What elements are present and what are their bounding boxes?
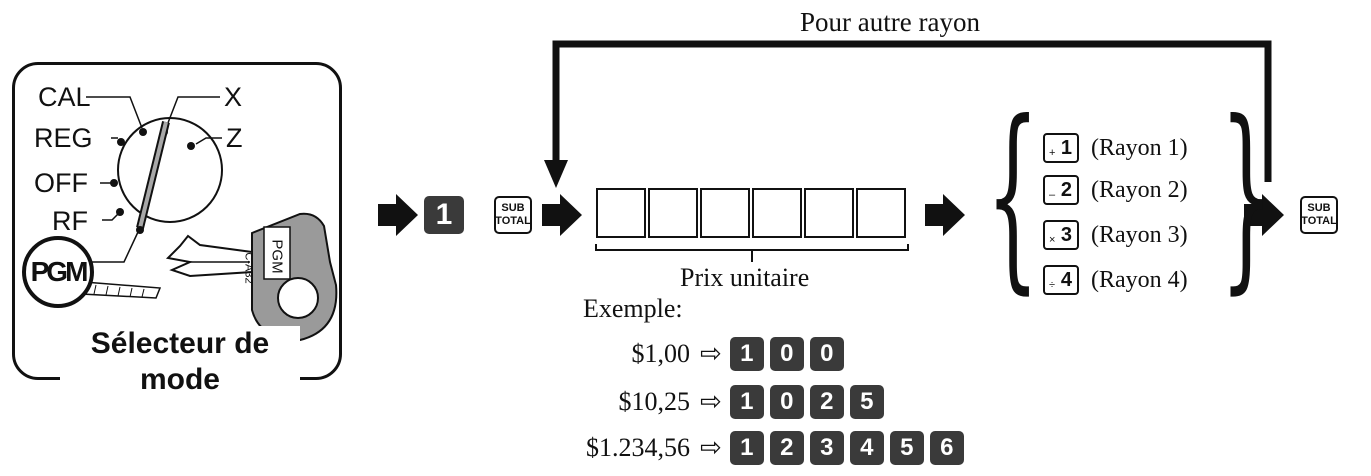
selector-caption: Sélecteur de mode — [60, 326, 300, 398]
example-key: 4 — [849, 431, 884, 465]
subtotal-key-line1: SUB — [1307, 202, 1331, 214]
example-price: $10,25 — [618, 387, 691, 416]
department-key-number: 3 — [1060, 224, 1072, 246]
department-label-3: (Rayon 3) — [1091, 222, 1188, 248]
department-key-3: × 3 — [1043, 220, 1079, 250]
mode-label-reg: REG — [34, 123, 93, 153]
example-row-1: $1,00 ⇨ 1 0 0 — [560, 336, 850, 372]
flow-arrows — [378, 194, 1284, 236]
subtotal-key-line2: TOTAL — [495, 215, 531, 227]
subtotal-key-line2: TOTAL — [1301, 215, 1337, 227]
digit-box — [804, 188, 854, 238]
mode-label-x: X — [224, 82, 243, 112]
example-key: 1 — [729, 337, 764, 371]
department-key-number: 2 — [1060, 179, 1072, 201]
flow-arrow-1 — [378, 194, 418, 236]
department-label-2: (Rayon 2) — [1091, 177, 1188, 203]
flow-arrow-3 — [925, 194, 965, 236]
key-code: C-A32 — [243, 252, 255, 284]
example-key: 6 — [929, 431, 964, 465]
example-title: Exemple: — [583, 294, 683, 323]
left-brace: { — [986, 79, 1040, 312]
department-key-symbol: + — [1049, 147, 1056, 159]
arrow-right-icon: ⇨ — [700, 339, 722, 369]
pgm-badge: PGM — [30, 256, 89, 287]
department-key-2: – 2 — [1043, 175, 1079, 205]
department-key-symbol: × — [1049, 234, 1056, 246]
example-key: 5 — [889, 431, 924, 465]
loop-label: Pour autre rayon — [800, 7, 980, 37]
department-key-number: 1 — [1060, 137, 1072, 159]
mode-label-off: OFF — [34, 168, 88, 198]
example-key: 0 — [809, 337, 844, 371]
loop-arrow — [544, 40, 1272, 188]
key-code-area: C-A32 — [238, 238, 260, 298]
example-row-2: $10,25 ⇨ 1 0 2 5 — [560, 384, 890, 420]
example-row-3: $1.234,56 ⇨ 1 2 3 4 5 6 — [560, 430, 970, 466]
selector-caption-line2: mode — [139, 363, 220, 396]
flow-arrow-2 — [542, 194, 582, 236]
selector-caption-line1: Sélecteur de — [90, 327, 270, 360]
department-key-symbol: – — [1049, 189, 1056, 201]
department-key-number: 4 — [1060, 269, 1072, 291]
example-key: 1 — [729, 431, 764, 465]
subtotal-key-final: SUB TOTAL — [1300, 196, 1338, 234]
department-label-4: (Rayon 4) — [1091, 267, 1188, 293]
unit-price-bracket — [595, 244, 909, 262]
key-1: 1 — [424, 196, 464, 234]
unit-price-label: Prix unitaire — [680, 263, 810, 292]
department-key-4: ÷ 4 — [1043, 265, 1079, 295]
department-key-1: + 1 — [1043, 133, 1079, 163]
example-price: $1.234,56 — [586, 433, 690, 462]
digit-box — [648, 188, 698, 238]
arrow-right-icon: ⇨ — [700, 387, 722, 417]
digit-box — [856, 188, 906, 238]
subtotal-key: SUB TOTAL — [494, 196, 532, 234]
example-key: 1 — [729, 385, 764, 419]
example-key: 5 — [849, 385, 884, 419]
dial-circle — [117, 117, 223, 223]
example-key: 3 — [809, 431, 844, 465]
right-brace: } — [1220, 79, 1274, 312]
example-key: 0 — [769, 337, 804, 371]
arrow-right-icon: ⇨ — [700, 433, 722, 463]
flow-arrow-4 — [1244, 194, 1284, 236]
digit-box — [596, 188, 646, 238]
mode-selector-drawing — [22, 96, 338, 342]
magnifier-icon — [22, 236, 94, 308]
digit-box — [700, 188, 750, 238]
digit-box — [752, 188, 802, 238]
key-icon — [165, 212, 338, 342]
mode-label-rf: RF — [52, 206, 88, 236]
key-tag: PGM — [264, 230, 290, 282]
department-key-symbol: ÷ — [1049, 279, 1056, 291]
example-price: $1,00 — [631, 339, 691, 368]
unit-price-digit-boxes — [596, 188, 906, 238]
example-key: 2 — [769, 431, 804, 465]
subtotal-key-line1: SUB — [501, 202, 525, 214]
department-label-1: (Rayon 1) — [1091, 135, 1188, 161]
example-key: 0 — [769, 385, 804, 419]
key-tag-text: PGM — [268, 238, 286, 274]
example-key: 2 — [809, 385, 844, 419]
mode-label-cal: CAL — [38, 82, 91, 112]
mode-label-z: Z — [226, 123, 243, 153]
